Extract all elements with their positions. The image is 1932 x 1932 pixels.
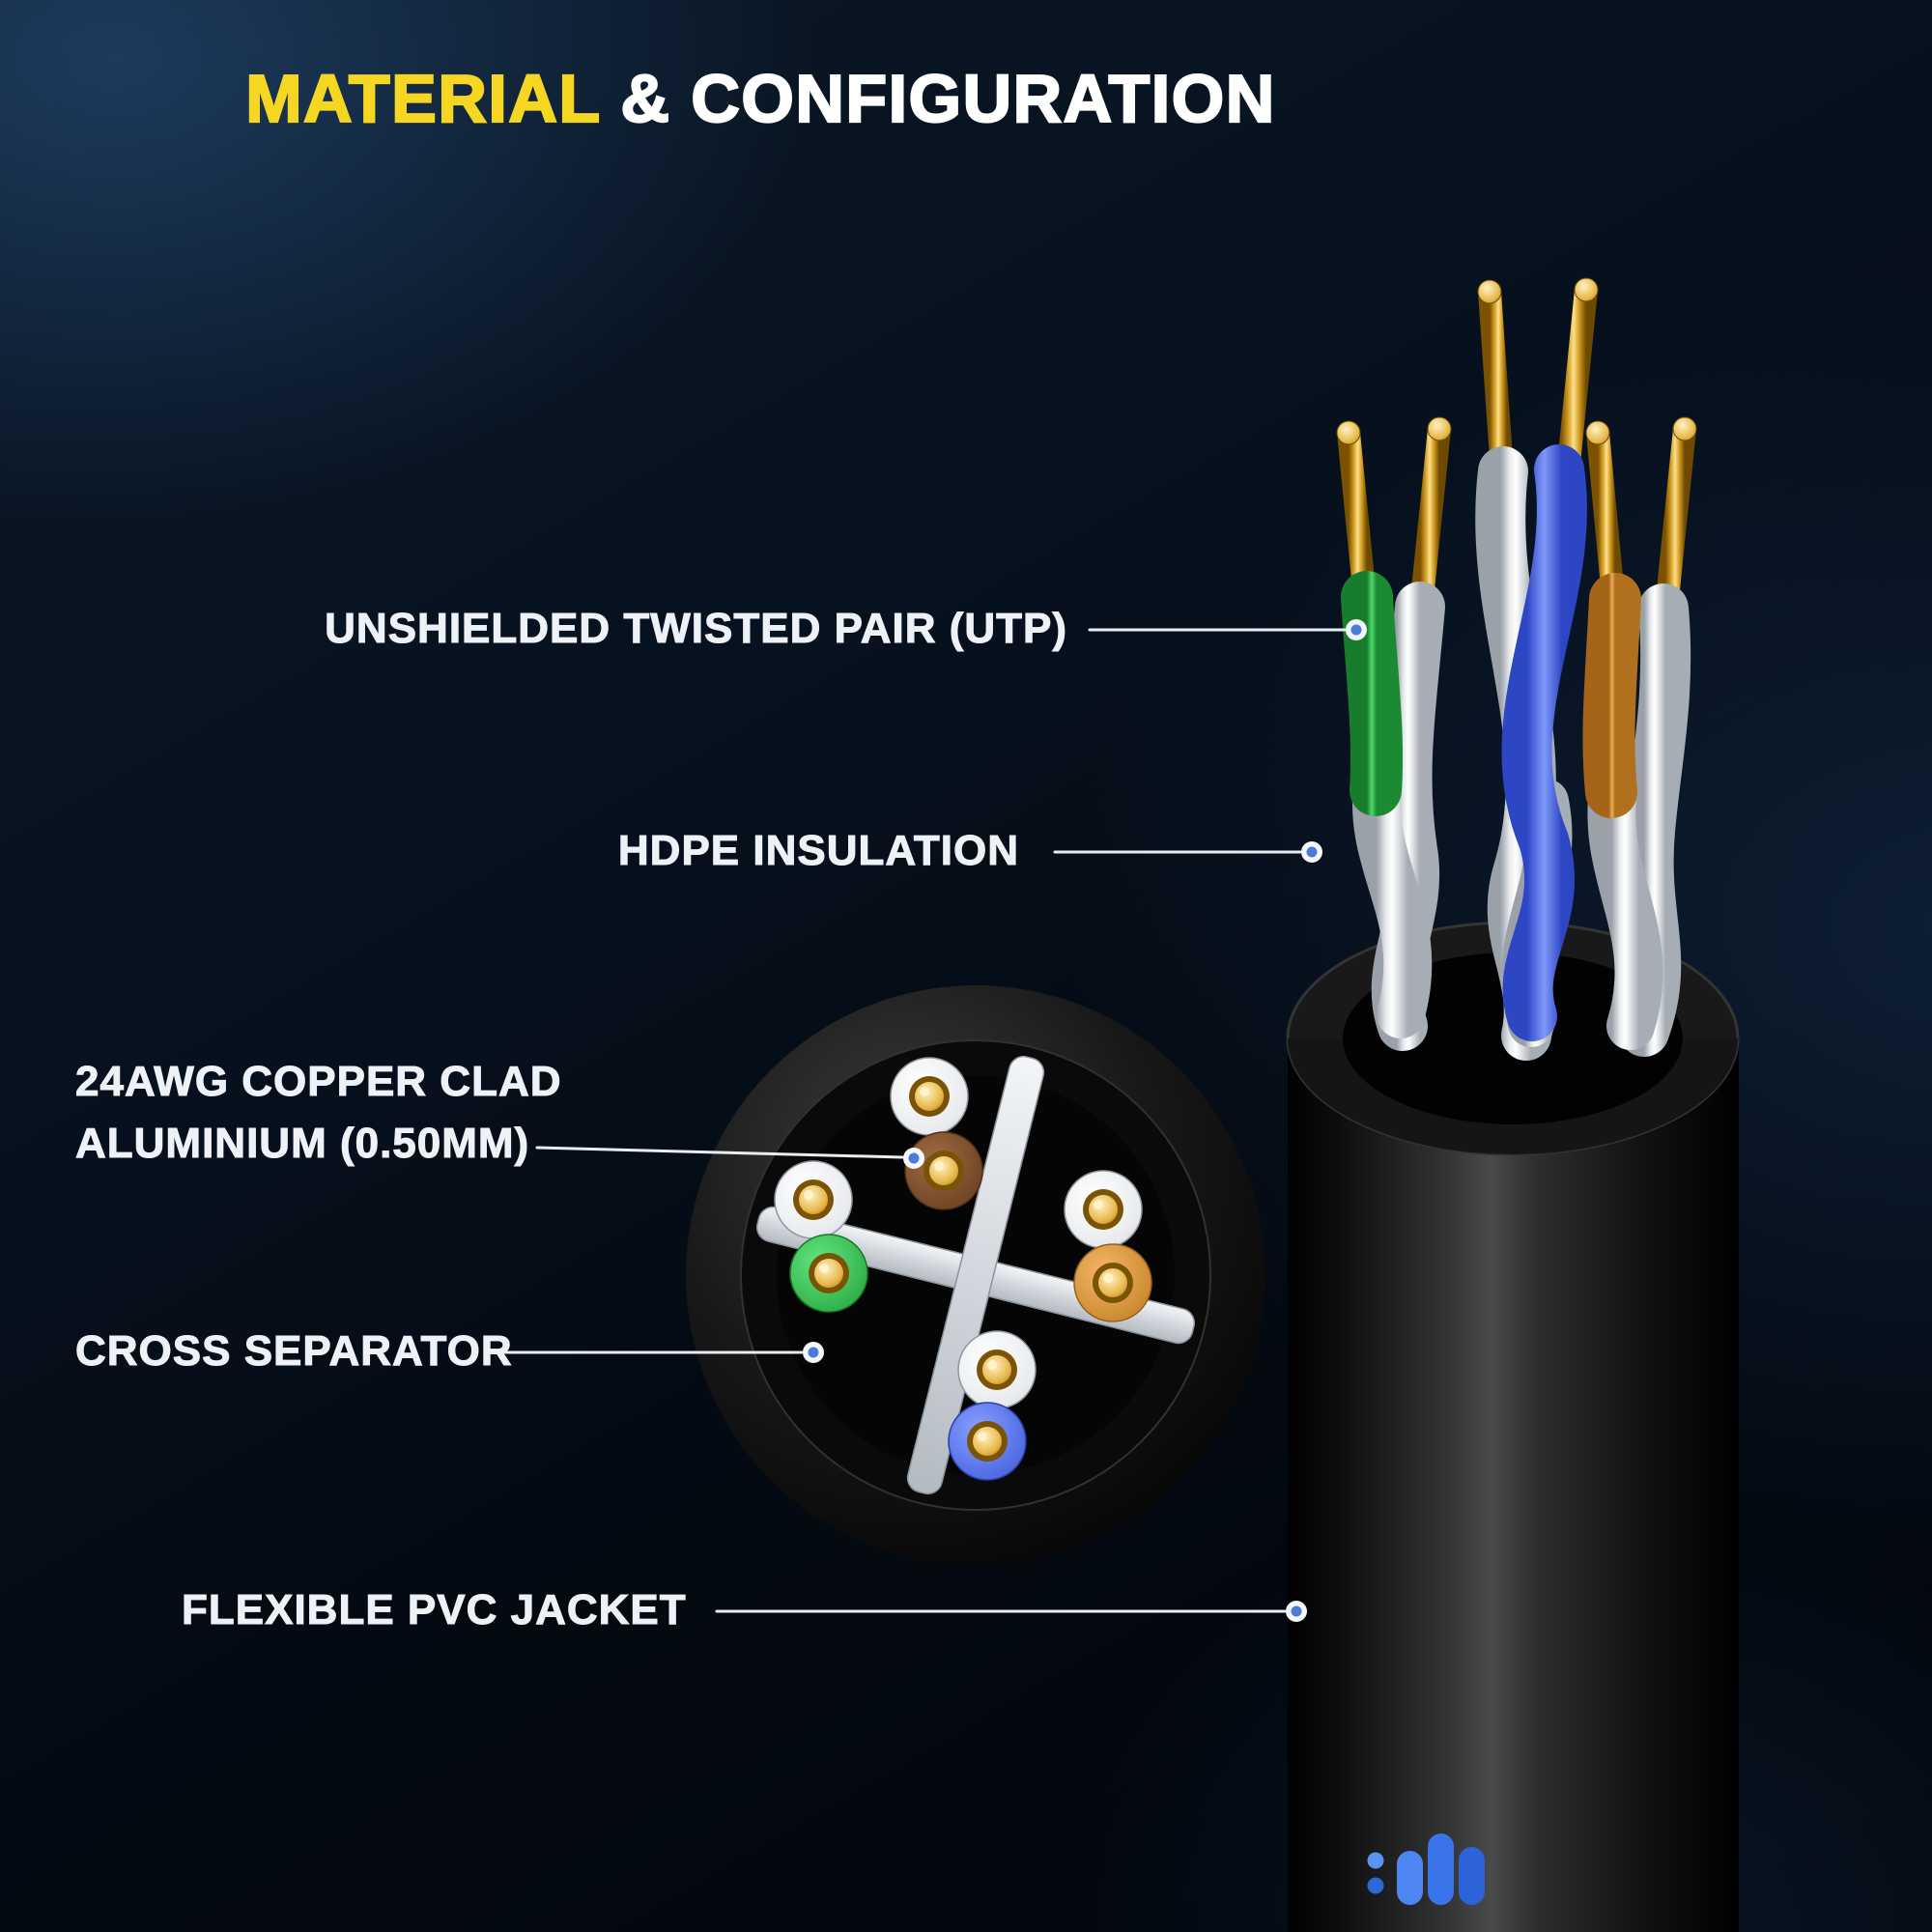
callout-dots [803, 619, 1367, 1622]
wire-brown [904, 1131, 983, 1210]
wire-white-left [774, 1160, 853, 1239]
callout-dot [1301, 841, 1322, 863]
callout-label-pvc-jacket: FLEXIBLE PVC JACKET [182, 1586, 687, 1634]
wire-orange [1073, 1243, 1152, 1322]
orange-insulated-wire [1582, 573, 1641, 818]
twisted-pairs [1341, 444, 1691, 1061]
callout-label-cross-separator: CROSS SEPARATOR [75, 1327, 513, 1376]
green-insulated-wire [1341, 571, 1404, 816]
callout-label-hdpe: HDPE INSULATION [617, 827, 1019, 875]
wire-white-top [890, 1057, 969, 1136]
wire-blue [948, 1402, 1027, 1481]
title-rest: & CONFIGURATION [600, 60, 1276, 137]
title-highlight: MATERIAL [244, 60, 601, 137]
callout-dot [1286, 1601, 1307, 1622]
callout-dot [903, 1148, 924, 1169]
page-title: MATERIAL & CONFIGURATION [0, 60, 1521, 137]
wire-green [789, 1234, 868, 1313]
callout-label-utp: UNSHIELDED TWISTED PAIR (UTP) [325, 605, 1067, 653]
wire-white-right [1064, 1170, 1143, 1249]
callout-dot [1346, 619, 1367, 640]
blue-insulated-wire [1501, 444, 1587, 1041]
jacket-front-lip [1288, 1038, 1738, 1154]
callout-label-awg-line2: ALUMINIUM (0.50MM) [75, 1120, 530, 1168]
callout-label-awg: 24AWG COPPER CLAD ALUMINIUM (0.50MM) [75, 1051, 562, 1175]
wire-white-bottom [957, 1330, 1037, 1409]
callout-label-awg-line1: 24AWG COPPER CLAD [75, 1058, 562, 1106]
callout-lines [500, 628, 1347, 1613]
callout-dot [803, 1342, 824, 1363]
cross-section-wires [774, 1057, 1152, 1481]
cross-section [686, 985, 1265, 1565]
brand-logo-icon [1367, 1833, 1485, 1905]
leader-awg [535, 1146, 904, 1159]
